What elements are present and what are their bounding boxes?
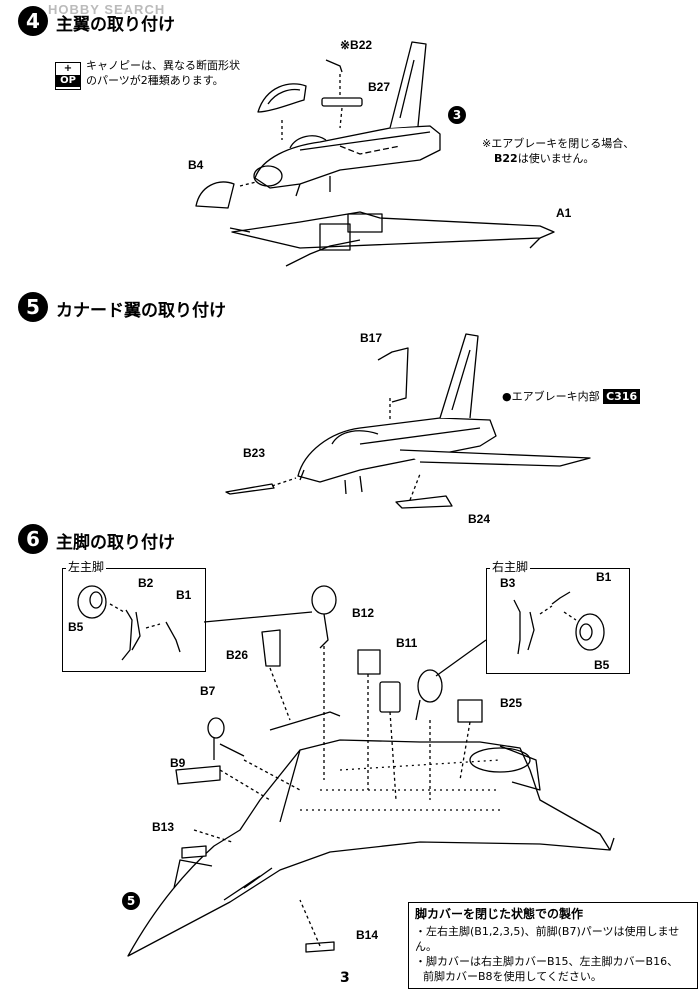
- option-icon-bottom: OP: [56, 75, 80, 87]
- airbrake-note-text: は使いません。: [517, 152, 595, 165]
- left-gear-part-b5: B5: [68, 620, 84, 634]
- part-label-a1: A1: [556, 206, 572, 220]
- paint-note: ●エアブレーキ内部 C316: [502, 389, 641, 404]
- airbrake-note: ※エアブレーキを閉じる場合、 B22は使いません。: [482, 136, 634, 166]
- part-label-b4: B4: [188, 158, 204, 172]
- closed-gear-title: 脚カバーを閉じた状態での製作: [415, 907, 584, 921]
- left-gear-drawing: [77, 585, 181, 661]
- part-label-b11: B11: [396, 636, 418, 650]
- step6-aircraft-drawing: [127, 711, 615, 957]
- step6-title: 主脚の取り付け: [56, 533, 175, 553]
- step5-b23-part: [225, 483, 275, 495]
- closed-gear-line3: 前脚カバーB8を使用してください。: [423, 970, 602, 983]
- step4-ref-badge: 3: [448, 106, 466, 124]
- part-label-b7: B7: [200, 684, 216, 698]
- closed-gear-line1: ・左右主脚(B1,2,3,5)、前脚(B7)パーツは使用しません。: [415, 925, 680, 953]
- step4-b27-part: [321, 97, 363, 107]
- option-icon: + OP: [55, 62, 81, 90]
- part-label-b23: B23: [243, 446, 266, 460]
- part-label-b9: B9: [170, 756, 186, 770]
- left-main-gear-box: [62, 568, 206, 672]
- part-label-b24: B24: [468, 512, 491, 526]
- canopy-note: キャノピーは、異なる断面形状 のパーツが2種類あります。: [86, 58, 240, 88]
- part-label-b22: ※B22: [340, 38, 373, 52]
- step5-b24-part: [395, 495, 453, 509]
- step4-nose-cone-drawing: [195, 181, 235, 209]
- canopy-note-line1: キャノピーは、異なる断面形状: [86, 59, 240, 72]
- step5-aircraft-drawing: [297, 333, 591, 495]
- part-label-b27: B27: [368, 80, 391, 94]
- airbrake-note-part: B22: [494, 152, 518, 165]
- part-label-b14: B14: [356, 928, 379, 942]
- right-gear-part-b5: B5: [594, 658, 610, 672]
- step4-canopy-drawing: [257, 83, 307, 113]
- part-label-b17: B17: [360, 331, 383, 345]
- right-main-gear-box: [486, 568, 630, 674]
- paint-code-tag: C316: [603, 389, 641, 404]
- left-main-gear-title: 左主脚: [66, 558, 107, 575]
- canopy-note-line2: のパーツが2種類あります。: [86, 74, 224, 87]
- part-label-b26: B26: [226, 648, 249, 662]
- paint-note-text: ●エアブレーキ内部: [502, 390, 600, 403]
- step4-fuselage-drawing: [253, 41, 441, 197]
- step5-title: カナード翼の取り付け: [56, 301, 226, 321]
- page-number: 3: [340, 970, 350, 986]
- step6-number-badge: 6: [18, 524, 48, 554]
- right-gear-part-b1: B1: [596, 570, 612, 584]
- step6-ref-badge: 5: [122, 892, 140, 910]
- left-gear-part-b2: B2: [138, 576, 154, 590]
- part-label-b25: B25: [500, 696, 523, 710]
- left-gear-part-b1: B1: [176, 588, 192, 602]
- step5-b17-part: [377, 347, 409, 403]
- step4-title: 主翼の取り付け: [56, 15, 175, 35]
- step6-loose-parts: [175, 585, 483, 953]
- part-label-b13: B13: [152, 820, 175, 834]
- step4-b22-part: [325, 59, 343, 73]
- step4-main-wing-drawing: [229, 211, 555, 267]
- closed-gear-instructions-box: 脚カバーを閉じた状態での製作 ・左右主脚(B1,2,3,5)、前脚(B7)パーツ…: [408, 902, 698, 989]
- part-label-b12: B12: [352, 606, 375, 620]
- step4-number-badge: 4: [18, 6, 48, 36]
- step5-number-badge: 5: [18, 292, 48, 322]
- option-icon-top: +: [63, 63, 73, 74]
- airbrake-note-line2: B22は使いません。: [482, 151, 634, 166]
- right-gear-part-b3: B3: [500, 576, 516, 590]
- closed-gear-line2: ・脚カバーは右主脚カバーB15、左主脚カバーB16、: [415, 955, 679, 968]
- brand-watermark: HOBBY SEARCH: [48, 2, 166, 17]
- right-main-gear-title: 右主脚: [490, 558, 531, 575]
- airbrake-note-line1: ※エアブレーキを閉じる場合、: [482, 137, 635, 150]
- right-gear-drawing: [513, 591, 605, 655]
